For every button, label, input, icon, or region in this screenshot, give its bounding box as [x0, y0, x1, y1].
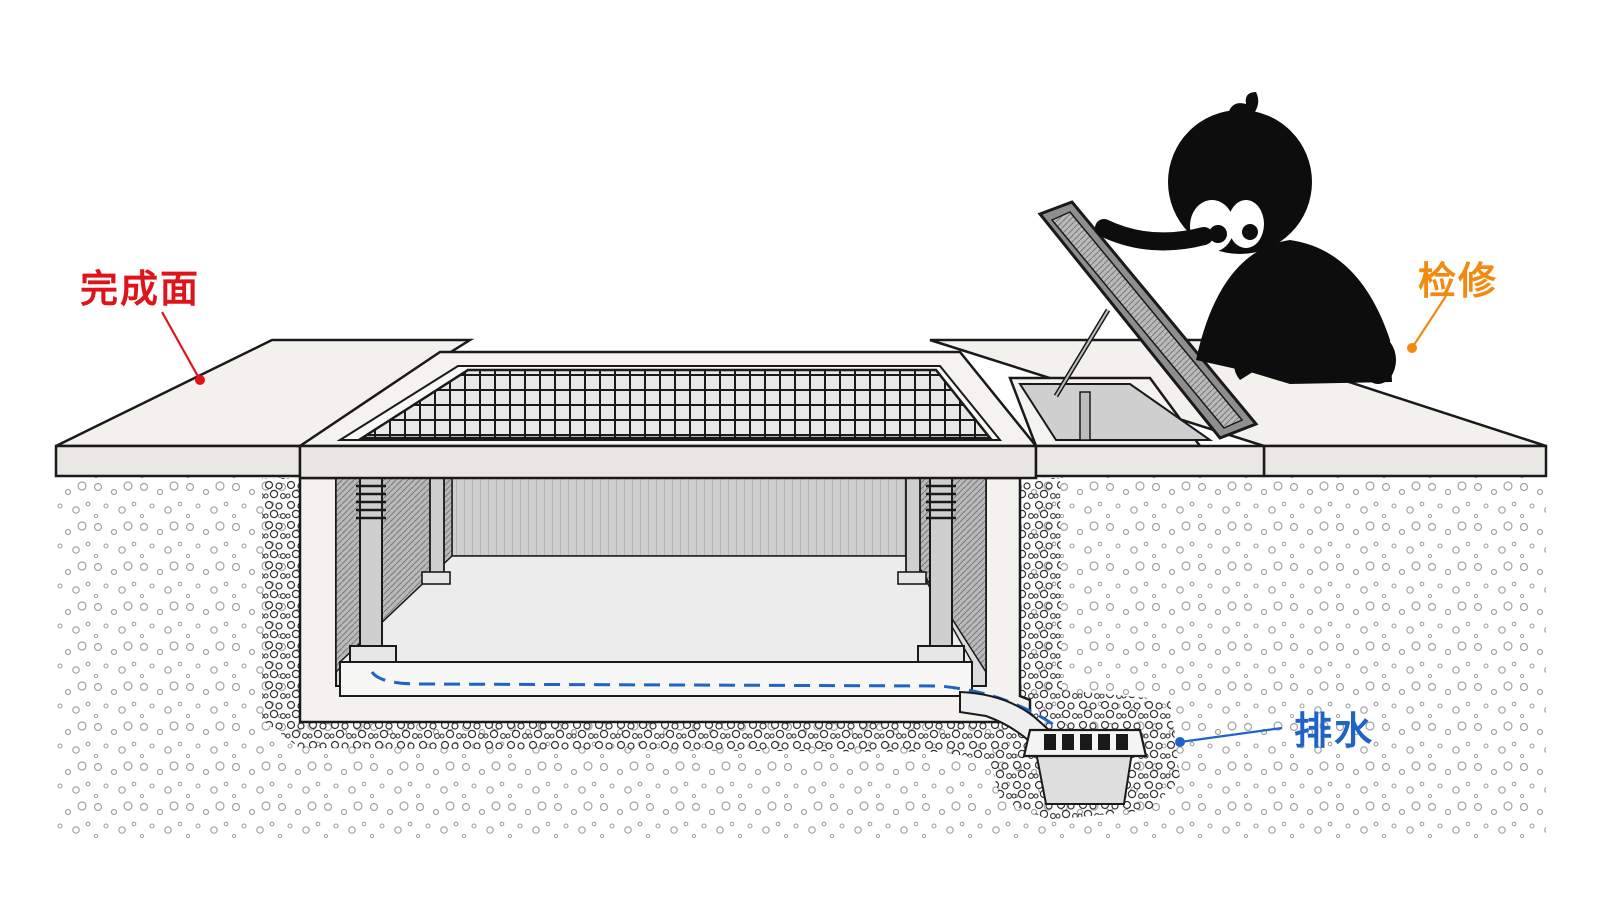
leader-finish-surface — [161, 311, 205, 385]
label-drainage: 排水 — [1294, 709, 1375, 753]
label-finish-surface: 完成面 — [80, 267, 201, 311]
hatch-lid-open — [1037, 200, 1259, 440]
label-maintenance: 检修 — [1418, 259, 1499, 303]
leader-maintenance — [1407, 295, 1447, 353]
support-column-front-left — [349, 477, 397, 663]
floor-slab-left — [54, 338, 475, 478]
mascot-character-icon — [1095, 92, 1396, 384]
drain-flow-path — [370, 671, 1059, 730]
access-hatch-opening — [1008, 376, 1266, 478]
steel-grating — [357, 368, 993, 440]
leader-drainage — [1175, 726, 1283, 747]
drain-sump — [1022, 728, 1148, 805]
support-column-front-right — [917, 477, 965, 663]
floor-slab-right — [929, 338, 1548, 478]
